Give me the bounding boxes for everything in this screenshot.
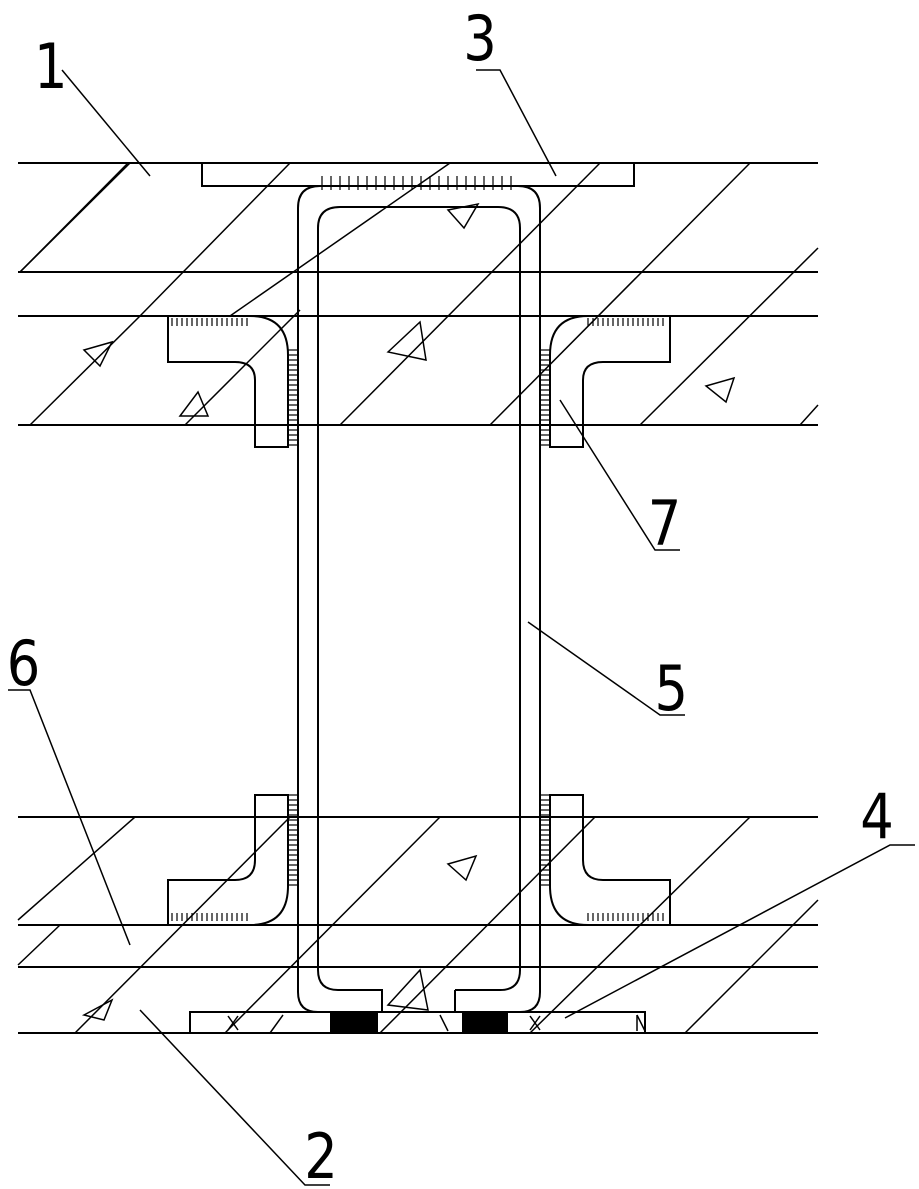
column-outer <box>297 185 541 1013</box>
bottom-plate-marks <box>227 1014 646 1032</box>
aggregate-triangles <box>81 202 736 1021</box>
label-1: 1 <box>34 31 68 103</box>
bolt-right <box>462 1012 508 1033</box>
top-plate <box>201 162 635 187</box>
label-2: 2 <box>304 1121 338 1189</box>
label-4: 4 <box>860 781 894 853</box>
leader-lines <box>8 69 915 1186</box>
label-7: 7 <box>648 488 682 560</box>
label-6: 6 <box>7 628 41 700</box>
label-3: 3 <box>463 3 497 75</box>
column-inner <box>317 206 521 1012</box>
weld-ticks <box>171 176 664 921</box>
angle-brackets <box>167 315 671 926</box>
bottom-plate <box>189 1011 646 1034</box>
bolt-left <box>330 1012 378 1033</box>
hatch-lines <box>17 162 819 1034</box>
slab-lines <box>18 162 818 1034</box>
label-5: 5 <box>655 653 689 725</box>
